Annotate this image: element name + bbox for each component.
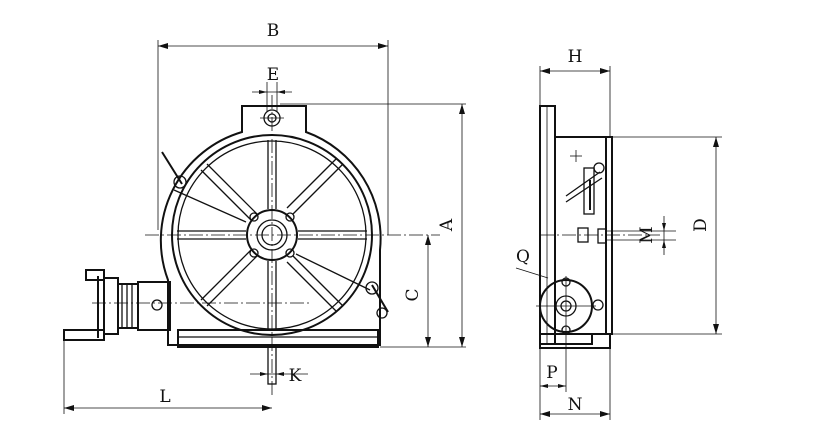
- label-D: D: [691, 218, 711, 232]
- label-C: C: [403, 288, 423, 301]
- housing-outline: [159, 105, 382, 346]
- label-P: P: [546, 363, 557, 383]
- back-plate: [539, 105, 556, 345]
- label-Q: Q: [516, 247, 530, 267]
- side-view: [536, 105, 660, 349]
- boss-hole-1: [249, 212, 259, 222]
- front-view: [63, 95, 440, 398]
- side-base: [539, 333, 611, 349]
- boss-hole-3: [249, 248, 259, 258]
- boss-hole-2: [285, 212, 295, 222]
- side-clamp: [565, 150, 605, 215]
- side-dimensions: [515, 66, 722, 420]
- handwheel-assembly: [63, 269, 171, 341]
- q-leader: [515, 267, 549, 279]
- label-H: H: [568, 47, 583, 67]
- label-A: A: [437, 218, 457, 232]
- side-bolt-lower: [592, 299, 604, 311]
- label-K: K: [289, 366, 302, 386]
- base-plate: [177, 329, 379, 348]
- label-L: L: [159, 387, 170, 407]
- boss-hole-4: [285, 248, 295, 258]
- label-N: N: [568, 395, 583, 415]
- label-E: E: [267, 65, 279, 85]
- table-face: [605, 136, 613, 335]
- clamp-lever-left: [161, 151, 247, 223]
- label-M: M: [637, 226, 657, 243]
- side-key: [597, 228, 607, 244]
- t-slots: [177, 140, 367, 330]
- front-dimensions: [63, 40, 466, 414]
- clamp-lever-right: [295, 253, 389, 319]
- label-B: B: [267, 21, 280, 41]
